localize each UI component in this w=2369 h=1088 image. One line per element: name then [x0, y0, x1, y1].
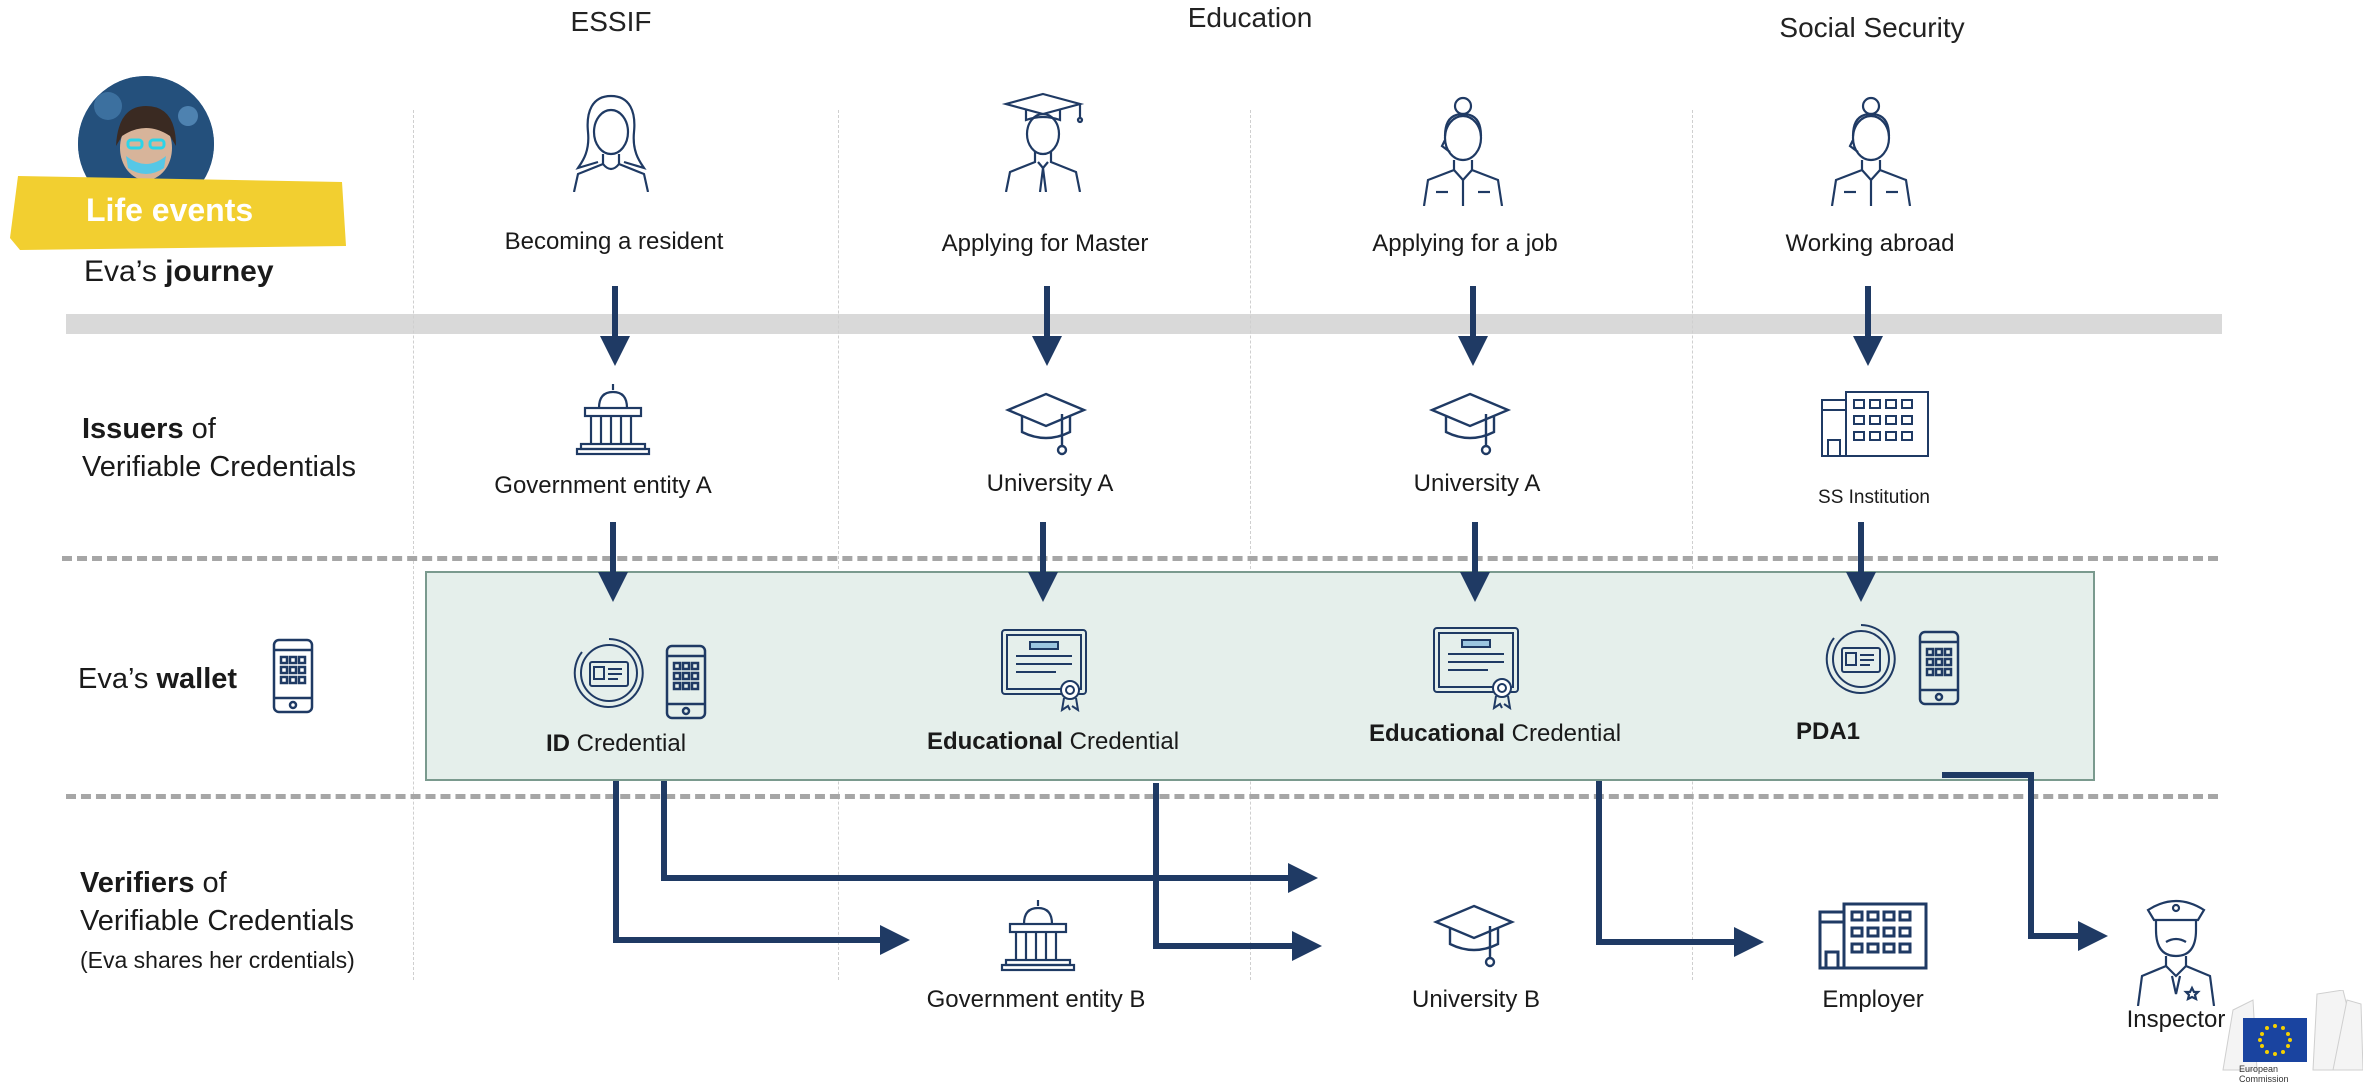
graduation-cap-icon	[1428, 392, 1512, 456]
column-header-social-security: Social Security	[1779, 12, 1965, 43]
issuer-label: SS Institution	[1818, 487, 1930, 508]
police-officer-icon	[2136, 899, 2216, 1006]
european-commission-logo	[2222, 990, 2363, 1071]
graduate-icon	[1001, 92, 1085, 192]
column-header-education: Education	[1187, 2, 1313, 33]
office-building-icon	[1818, 902, 1928, 970]
certificate-icon	[1433, 627, 1519, 710]
flow-arrow	[613, 781, 910, 955]
verifier-label: University B	[1411, 986, 1541, 1013]
row-label-wallet: Eva’s wallet	[78, 663, 238, 695]
issuer-label: Government entity A	[494, 472, 712, 499]
row-label-issuers: Issuers of Verifiable Credentials	[82, 413, 357, 483]
verifier-label: Inspector	[2126, 1006, 2226, 1033]
column-divider	[1250, 110, 1251, 980]
verifier-label: Government entity B	[926, 986, 1146, 1013]
phone-icon	[1918, 630, 1960, 706]
government-building-icon	[1000, 900, 1076, 972]
column-divider	[1692, 110, 1693, 980]
issuer-label: University A	[986, 470, 1114, 497]
id-card-icon	[573, 638, 644, 708]
credential-label: Educational Credential	[926, 728, 1180, 755]
column-header-essif: ESSIF	[570, 6, 652, 37]
flow-arrow	[1153, 783, 1322, 961]
life-event-label: Applying for a job	[1372, 230, 1558, 257]
section-divider	[66, 794, 2218, 799]
timeline-bar	[66, 314, 2222, 334]
life-event-label: Working abroad	[1785, 230, 1955, 257]
certificate-icon	[1001, 629, 1087, 712]
eu-logo-text: European Commission	[2239, 1064, 2289, 1084]
credential-label: PDA1	[1795, 718, 1861, 745]
government-building-icon	[575, 384, 651, 456]
credential-label: ID Credential	[545, 730, 687, 757]
column-divider	[838, 110, 839, 980]
issuer-label: University A	[1413, 470, 1541, 497]
graduation-cap-icon	[1432, 904, 1516, 968]
flow-arrow	[1942, 772, 2108, 951]
flow-arrow	[1596, 781, 1764, 957]
row-label-verifiers: Verifiers of Verifiable Credentials (Eva…	[80, 867, 355, 973]
column-divider	[413, 110, 414, 980]
verifier-label: Employer	[1822, 986, 1924, 1013]
life-events-label: Life events	[86, 192, 254, 228]
phone-icon	[272, 638, 314, 714]
office-building-icon	[1821, 391, 1929, 457]
section-divider	[62, 556, 2218, 561]
phone-icon	[665, 644, 707, 720]
life-events-banner	[10, 176, 346, 250]
flow-arrow	[661, 781, 1318, 893]
woman-headset-icon	[1830, 96, 1912, 206]
id-card-icon	[1825, 624, 1896, 694]
life-event-label: Becoming a resident	[504, 228, 724, 255]
woman-headset-icon	[1422, 96, 1504, 206]
life-event-label: Applying for Master	[941, 230, 1149, 257]
woman-icon	[572, 94, 650, 192]
graduation-cap-icon	[1004, 392, 1088, 456]
journey-label: Eva’s journey	[84, 255, 274, 288]
wallet-box	[425, 571, 2095, 781]
credential-label: Educational Credential	[1368, 720, 1622, 747]
